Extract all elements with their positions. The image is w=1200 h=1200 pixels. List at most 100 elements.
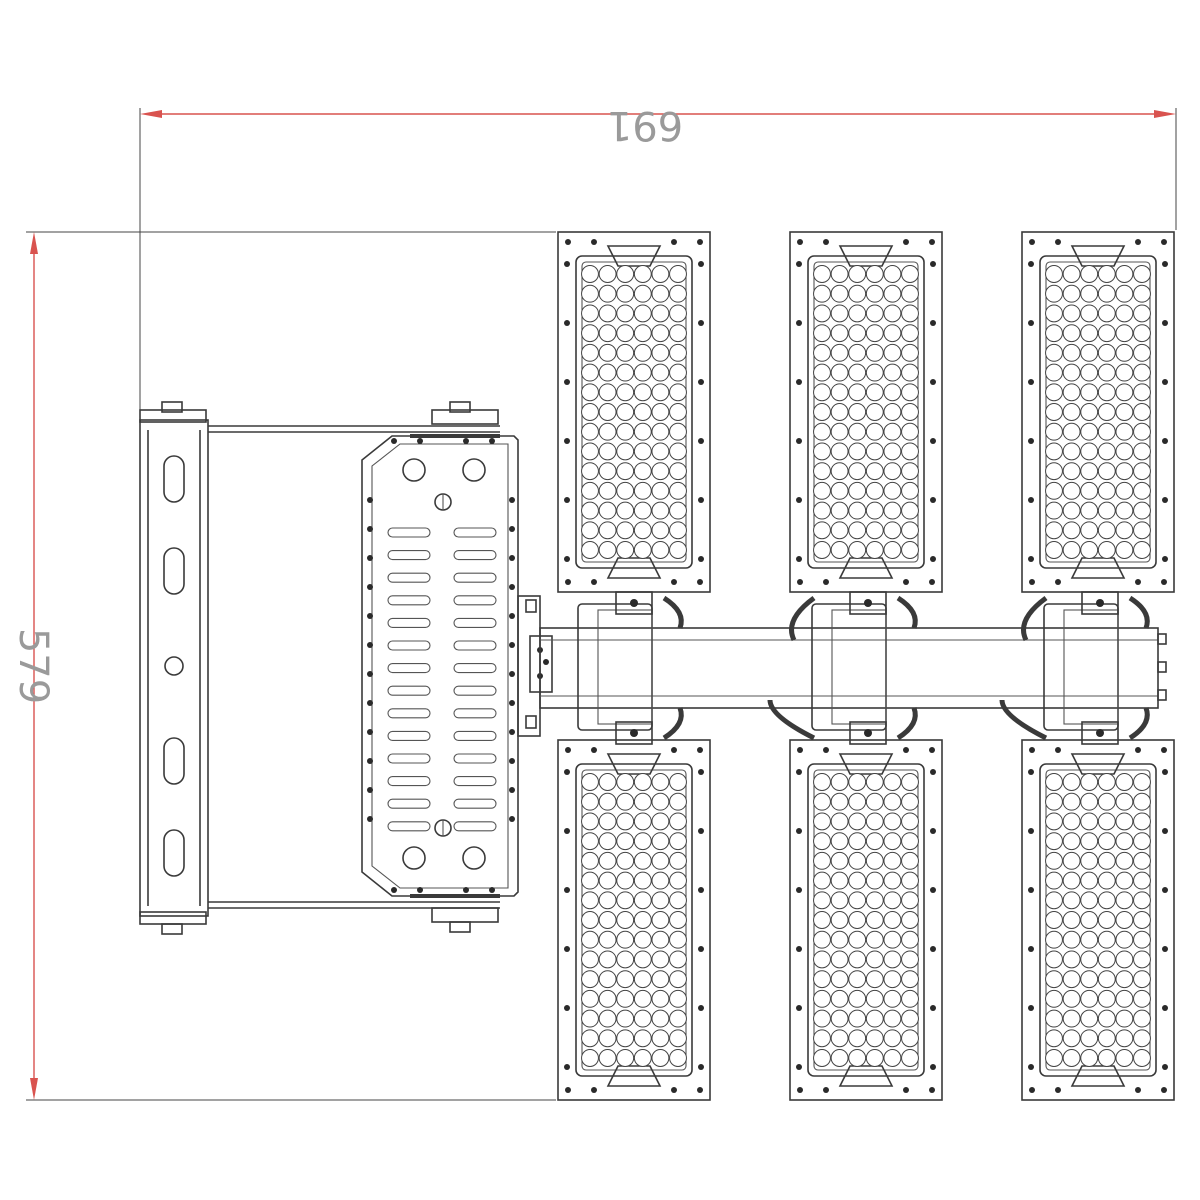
led (830, 911, 849, 929)
led (901, 832, 919, 851)
bolt (864, 729, 872, 737)
bolt (797, 239, 803, 245)
bolt (1135, 747, 1141, 753)
bolt (929, 747, 935, 753)
bolt (930, 828, 936, 834)
led (616, 462, 635, 481)
led (1080, 911, 1099, 929)
bolt (1028, 1005, 1034, 1011)
led (598, 422, 617, 441)
bolt (823, 1087, 829, 1093)
led (883, 462, 902, 481)
bolt (367, 526, 373, 532)
led (1115, 832, 1134, 851)
cooling-slot (453, 640, 497, 651)
led (813, 383, 831, 402)
led (581, 851, 599, 870)
cooling-slot (453, 798, 497, 809)
led (1062, 541, 1081, 559)
led (830, 930, 849, 949)
led (1115, 1029, 1134, 1048)
bolt (1028, 887, 1034, 893)
bolt (564, 438, 570, 444)
led (581, 1049, 599, 1067)
module-handle-bottom (606, 1065, 662, 1087)
led (633, 304, 652, 323)
led (651, 324, 670, 343)
bolt (1161, 239, 1167, 245)
led (1097, 792, 1116, 811)
bolt (463, 438, 469, 444)
bolt (564, 320, 570, 326)
led (651, 462, 670, 481)
led (830, 363, 849, 382)
clamp-bottom-lug (615, 721, 653, 745)
led (1133, 383, 1151, 402)
led (883, 812, 902, 831)
led (651, 812, 670, 831)
led (669, 891, 687, 910)
led (581, 462, 599, 481)
led (1062, 911, 1081, 929)
led (1062, 265, 1081, 283)
led (813, 911, 831, 929)
led (1080, 462, 1099, 481)
bolt (1055, 239, 1061, 245)
led (1097, 304, 1116, 323)
cooling-slot (453, 685, 497, 696)
led (1115, 343, 1134, 362)
module-frame (789, 739, 943, 1101)
led (865, 871, 884, 890)
led (1115, 324, 1134, 343)
led (581, 792, 599, 811)
led (598, 403, 617, 421)
cooling-slot (453, 527, 497, 538)
led (616, 265, 635, 283)
led (1080, 422, 1099, 441)
led (901, 521, 919, 540)
bolt (417, 887, 423, 893)
bolt (367, 555, 373, 561)
led (1133, 891, 1151, 910)
led (848, 383, 867, 402)
led (598, 284, 617, 303)
led (901, 422, 919, 441)
led (830, 541, 849, 559)
bolt (565, 747, 571, 753)
led (830, 462, 849, 481)
led (830, 871, 849, 890)
module-handle-bottom (1070, 1065, 1126, 1087)
led (616, 950, 635, 969)
module-handle-bottom (838, 1065, 894, 1087)
led (1115, 812, 1134, 831)
led (1133, 363, 1151, 382)
led (598, 481, 617, 500)
led (1133, 1029, 1151, 1048)
cooling-slot (387, 640, 431, 651)
led (581, 521, 599, 540)
led (633, 773, 652, 791)
led (813, 265, 831, 283)
cooling-slot (387, 798, 431, 809)
bolt (903, 747, 909, 753)
led (865, 324, 884, 343)
bolt (1096, 599, 1104, 607)
led (651, 792, 670, 811)
led (581, 891, 599, 910)
bolt (564, 769, 570, 775)
led (1133, 773, 1151, 791)
led (651, 970, 670, 989)
bolt (463, 887, 469, 893)
led (669, 521, 687, 540)
led (1045, 383, 1063, 402)
led (598, 304, 617, 323)
led (616, 891, 635, 910)
led (901, 930, 919, 949)
led (669, 970, 687, 989)
module-frame (1021, 739, 1175, 1101)
led (848, 891, 867, 910)
led (901, 812, 919, 831)
led (598, 501, 617, 520)
led (1080, 363, 1099, 382)
